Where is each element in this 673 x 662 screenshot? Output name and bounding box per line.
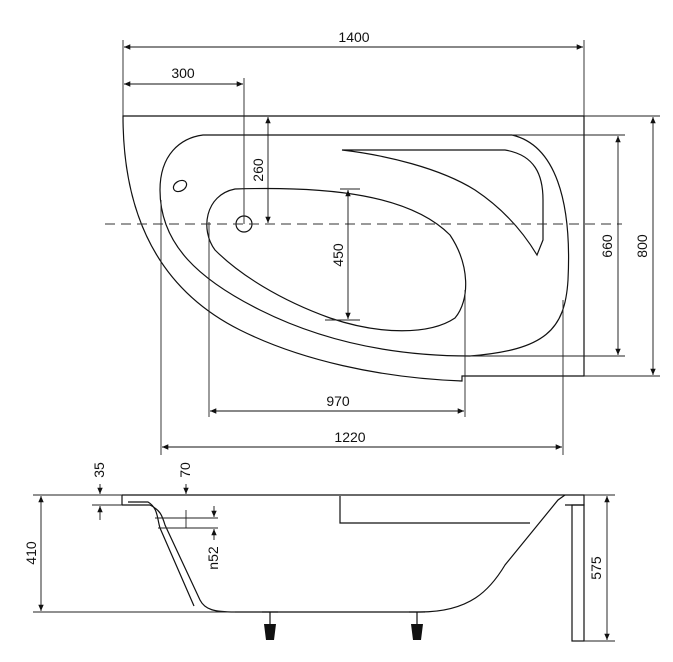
left-foot bbox=[262, 611, 278, 640]
dim-label-660: 660 bbox=[599, 234, 615, 258]
dim-label-575: 575 bbox=[588, 556, 604, 580]
inner-basin bbox=[206, 187, 467, 332]
armrest-contour bbox=[341, 149, 544, 257]
rim-ring bbox=[159, 134, 570, 357]
top-view: 1400 300 260 450 970 1220 660 800 bbox=[105, 29, 660, 455]
dim-label-260: 260 bbox=[250, 158, 266, 182]
dim-label-300: 300 bbox=[171, 65, 195, 81]
dim-label-410: 410 bbox=[23, 541, 39, 565]
side-view: 35 70 n52 410 575 bbox=[23, 462, 615, 642]
dim-label-35: 35 bbox=[91, 462, 107, 478]
outer-contour bbox=[122, 115, 585, 382]
overflow-hole bbox=[172, 179, 188, 193]
dim-label-70: 70 bbox=[177, 462, 193, 478]
dim-label-n52: n52 bbox=[205, 546, 221, 570]
dim-label-450: 450 bbox=[330, 243, 346, 267]
right-foot bbox=[409, 611, 425, 640]
support-panel bbox=[571, 504, 585, 642]
dim-label-800: 800 bbox=[634, 234, 650, 258]
rim-top bbox=[122, 494, 585, 506]
dim-label-970: 970 bbox=[326, 393, 350, 409]
dim-label-1400: 1400 bbox=[338, 29, 369, 45]
dim-label-1220: 1220 bbox=[334, 429, 365, 445]
